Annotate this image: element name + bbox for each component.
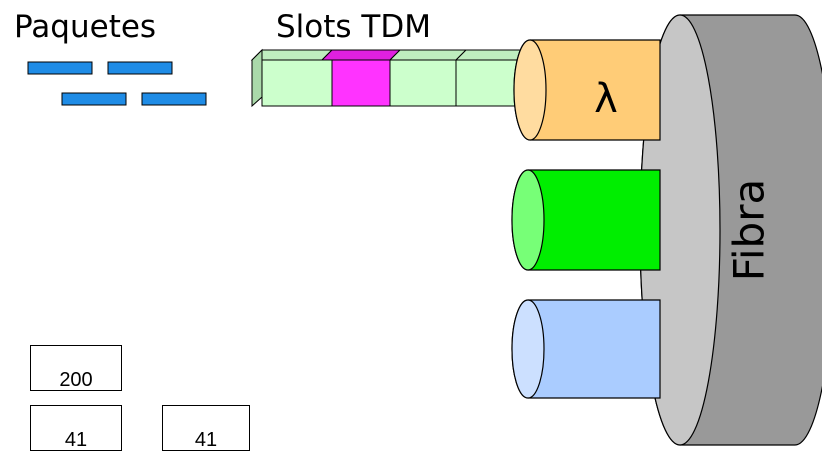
- packet-group: [27, 61, 207, 106]
- value-box-41-left: 41: [30, 405, 122, 451]
- green-cylinder: [511, 169, 661, 271]
- fiber-label: Fibra: [725, 179, 774, 281]
- packet: [27, 61, 93, 75]
- packets-heading: Paquetes: [14, 9, 157, 45]
- tdm-slot: [261, 59, 333, 107]
- blue-cylinder: [511, 299, 661, 399]
- packet: [61, 92, 127, 106]
- packet: [141, 92, 207, 106]
- wavelength-label: λ: [594, 76, 618, 122]
- wavelength-cylinder: λ: [513, 39, 661, 141]
- fiber-disk: Fibra: [639, 14, 822, 446]
- tdm-slots-heading: Slots TDM: [276, 9, 431, 45]
- tdm-slot: [455, 59, 523, 107]
- value-box-200: 200: [30, 345, 122, 391]
- tdm-slot: [389, 59, 457, 107]
- tdm-slot-bar: [250, 48, 534, 108]
- value-box-41-right: 41: [162, 405, 250, 451]
- packet: [107, 61, 173, 75]
- tdm-slot-highlight: [331, 59, 391, 107]
